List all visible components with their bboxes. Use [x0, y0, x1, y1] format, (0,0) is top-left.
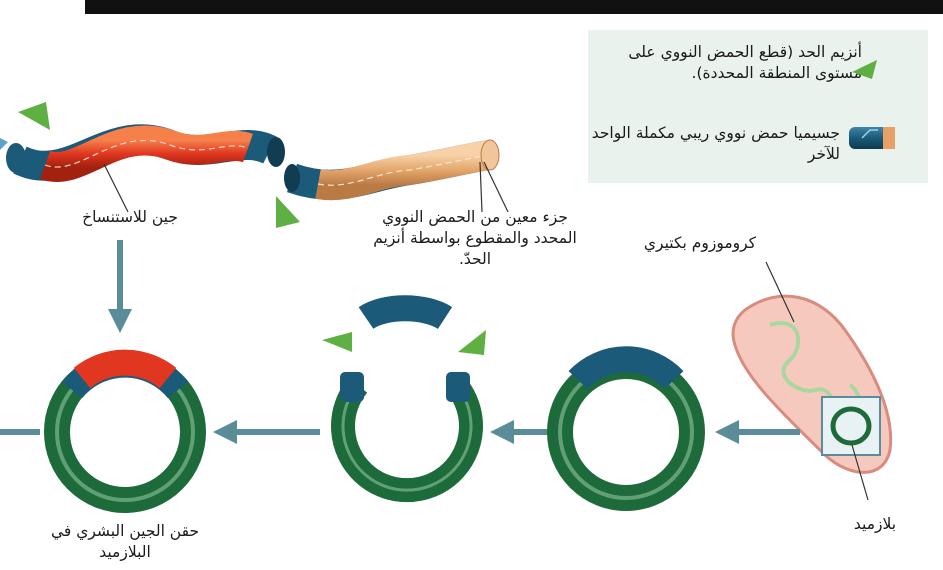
label-bacterial-chromosome: كروموزوم بكتيري: [620, 233, 780, 254]
enzyme-icon-fragment: [276, 196, 300, 228]
label-gene-insertion: حقن الجين البشري في البلازميد: [40, 521, 210, 563]
label-cloning-gene: جين للاستنساخ: [60, 207, 200, 228]
excised-segment: [366, 308, 445, 318]
dna-fragment-tube: [284, 140, 499, 192]
label-plasmid: بلازميد: [825, 514, 925, 535]
enzyme-icon-ring-left: [322, 332, 352, 352]
leader-fragment: [484, 162, 508, 212]
legend-rna-particle-icon: [849, 127, 895, 149]
enzyme-icon-ring-right: [458, 330, 486, 355]
enzyme-icon-left-edge: [0, 138, 8, 150]
legend-enzyme-icon: [852, 60, 877, 79]
cloning-gene-tube: [6, 137, 285, 173]
bacterium: [733, 296, 891, 472]
leader-cloning-gene: [104, 164, 128, 212]
label-dna-fragment: جزء معين من الحمض النووي المحدد والمقطوع…: [360, 207, 590, 270]
enzyme-icon-top-left: [18, 102, 50, 130]
plasmid-ring-cut: [340, 372, 471, 490]
plasmid-ring-recombinant: [57, 363, 193, 500]
plasmid-ring-intact: [560, 359, 692, 498]
